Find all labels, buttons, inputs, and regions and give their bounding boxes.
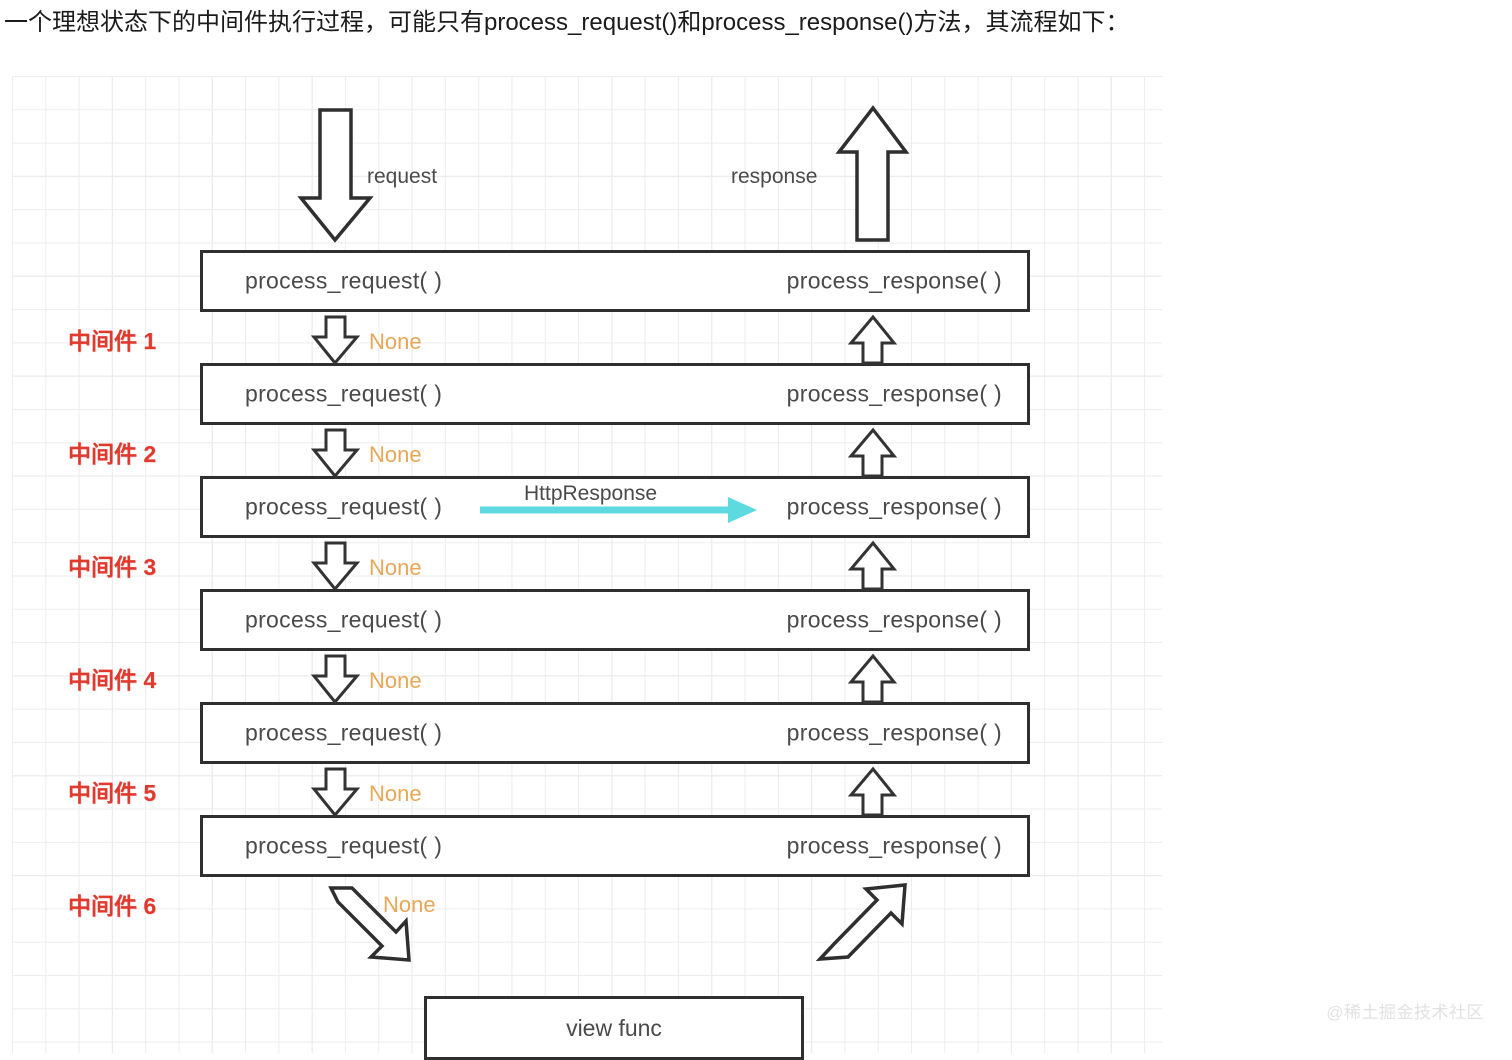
middleware-label-4: 中间件 4 [68, 667, 157, 693]
middleware-1-process-request: process_request( ) [245, 267, 443, 294]
middleware-box-2[interactable]: process_request( ) process_response( ) [200, 363, 1030, 425]
middleware-3-process-response: process_response( ) [786, 493, 1002, 520]
grid-background [12, 76, 1162, 1053]
response-flow-label: response [731, 165, 818, 188]
middleware-box-3[interactable]: process_request( ) process_response( ) [200, 476, 1030, 538]
middleware-4-process-request: process_request( ) [245, 606, 443, 633]
view-func-box[interactable]: view func [424, 996, 804, 1060]
middleware-5-process-response: process_response( ) [786, 719, 1002, 746]
middleware-5-process-request: process_request( ) [245, 719, 443, 746]
none-label-6: None [383, 892, 436, 917]
none-label-1: None [369, 329, 422, 354]
none-label-3: None [369, 555, 422, 580]
none-label-5: None [369, 781, 422, 806]
middleware-box-1[interactable]: process_request( ) process_response( ) [200, 250, 1030, 312]
middleware-6-process-request: process_request( ) [245, 832, 443, 859]
watermark: @稀土掘金技术社区 [1326, 1003, 1484, 1022]
middleware-2-process-request: process_request( ) [245, 380, 443, 407]
middleware-6-process-response: process_response( ) [786, 832, 1002, 859]
request-flow-label: request [367, 165, 438, 188]
view-func-label: view func [566, 1014, 662, 1041]
diagram-canvas: 中间件 1 中间件 2 中间件 3 中间件 4 中间件 5 中间件 6 proc… [0, 62, 1512, 1060]
httpresponse-shortcut-label: HttpResponse [524, 482, 658, 505]
middleware-3-process-request: process_request( ) [245, 493, 443, 520]
middleware-2-process-response: process_response( ) [786, 380, 1002, 407]
middleware-label-5: 中间件 5 [68, 780, 157, 806]
middleware-label-6: 中间件 6 [68, 893, 157, 919]
none-label-4: None [369, 668, 422, 693]
middleware-box-4[interactable]: process_request( ) process_response( ) [200, 589, 1030, 651]
middleware-label-3: 中间件 3 [68, 554, 157, 580]
middleware-box-6[interactable]: process_request( ) process_response( ) [200, 815, 1030, 877]
page-caption: 一个理想状态下的中间件执行过程，可能只有process_request()和pr… [4, 9, 1130, 36]
none-label-2: None [369, 442, 422, 467]
middleware-4-process-response: process_response( ) [786, 606, 1002, 633]
middleware-label-2: 中间件 2 [68, 441, 157, 467]
middleware-box-5[interactable]: process_request( ) process_response( ) [200, 702, 1030, 764]
middleware-1-process-response: process_response( ) [786, 267, 1002, 294]
middleware-label-1: 中间件 1 [68, 328, 157, 354]
